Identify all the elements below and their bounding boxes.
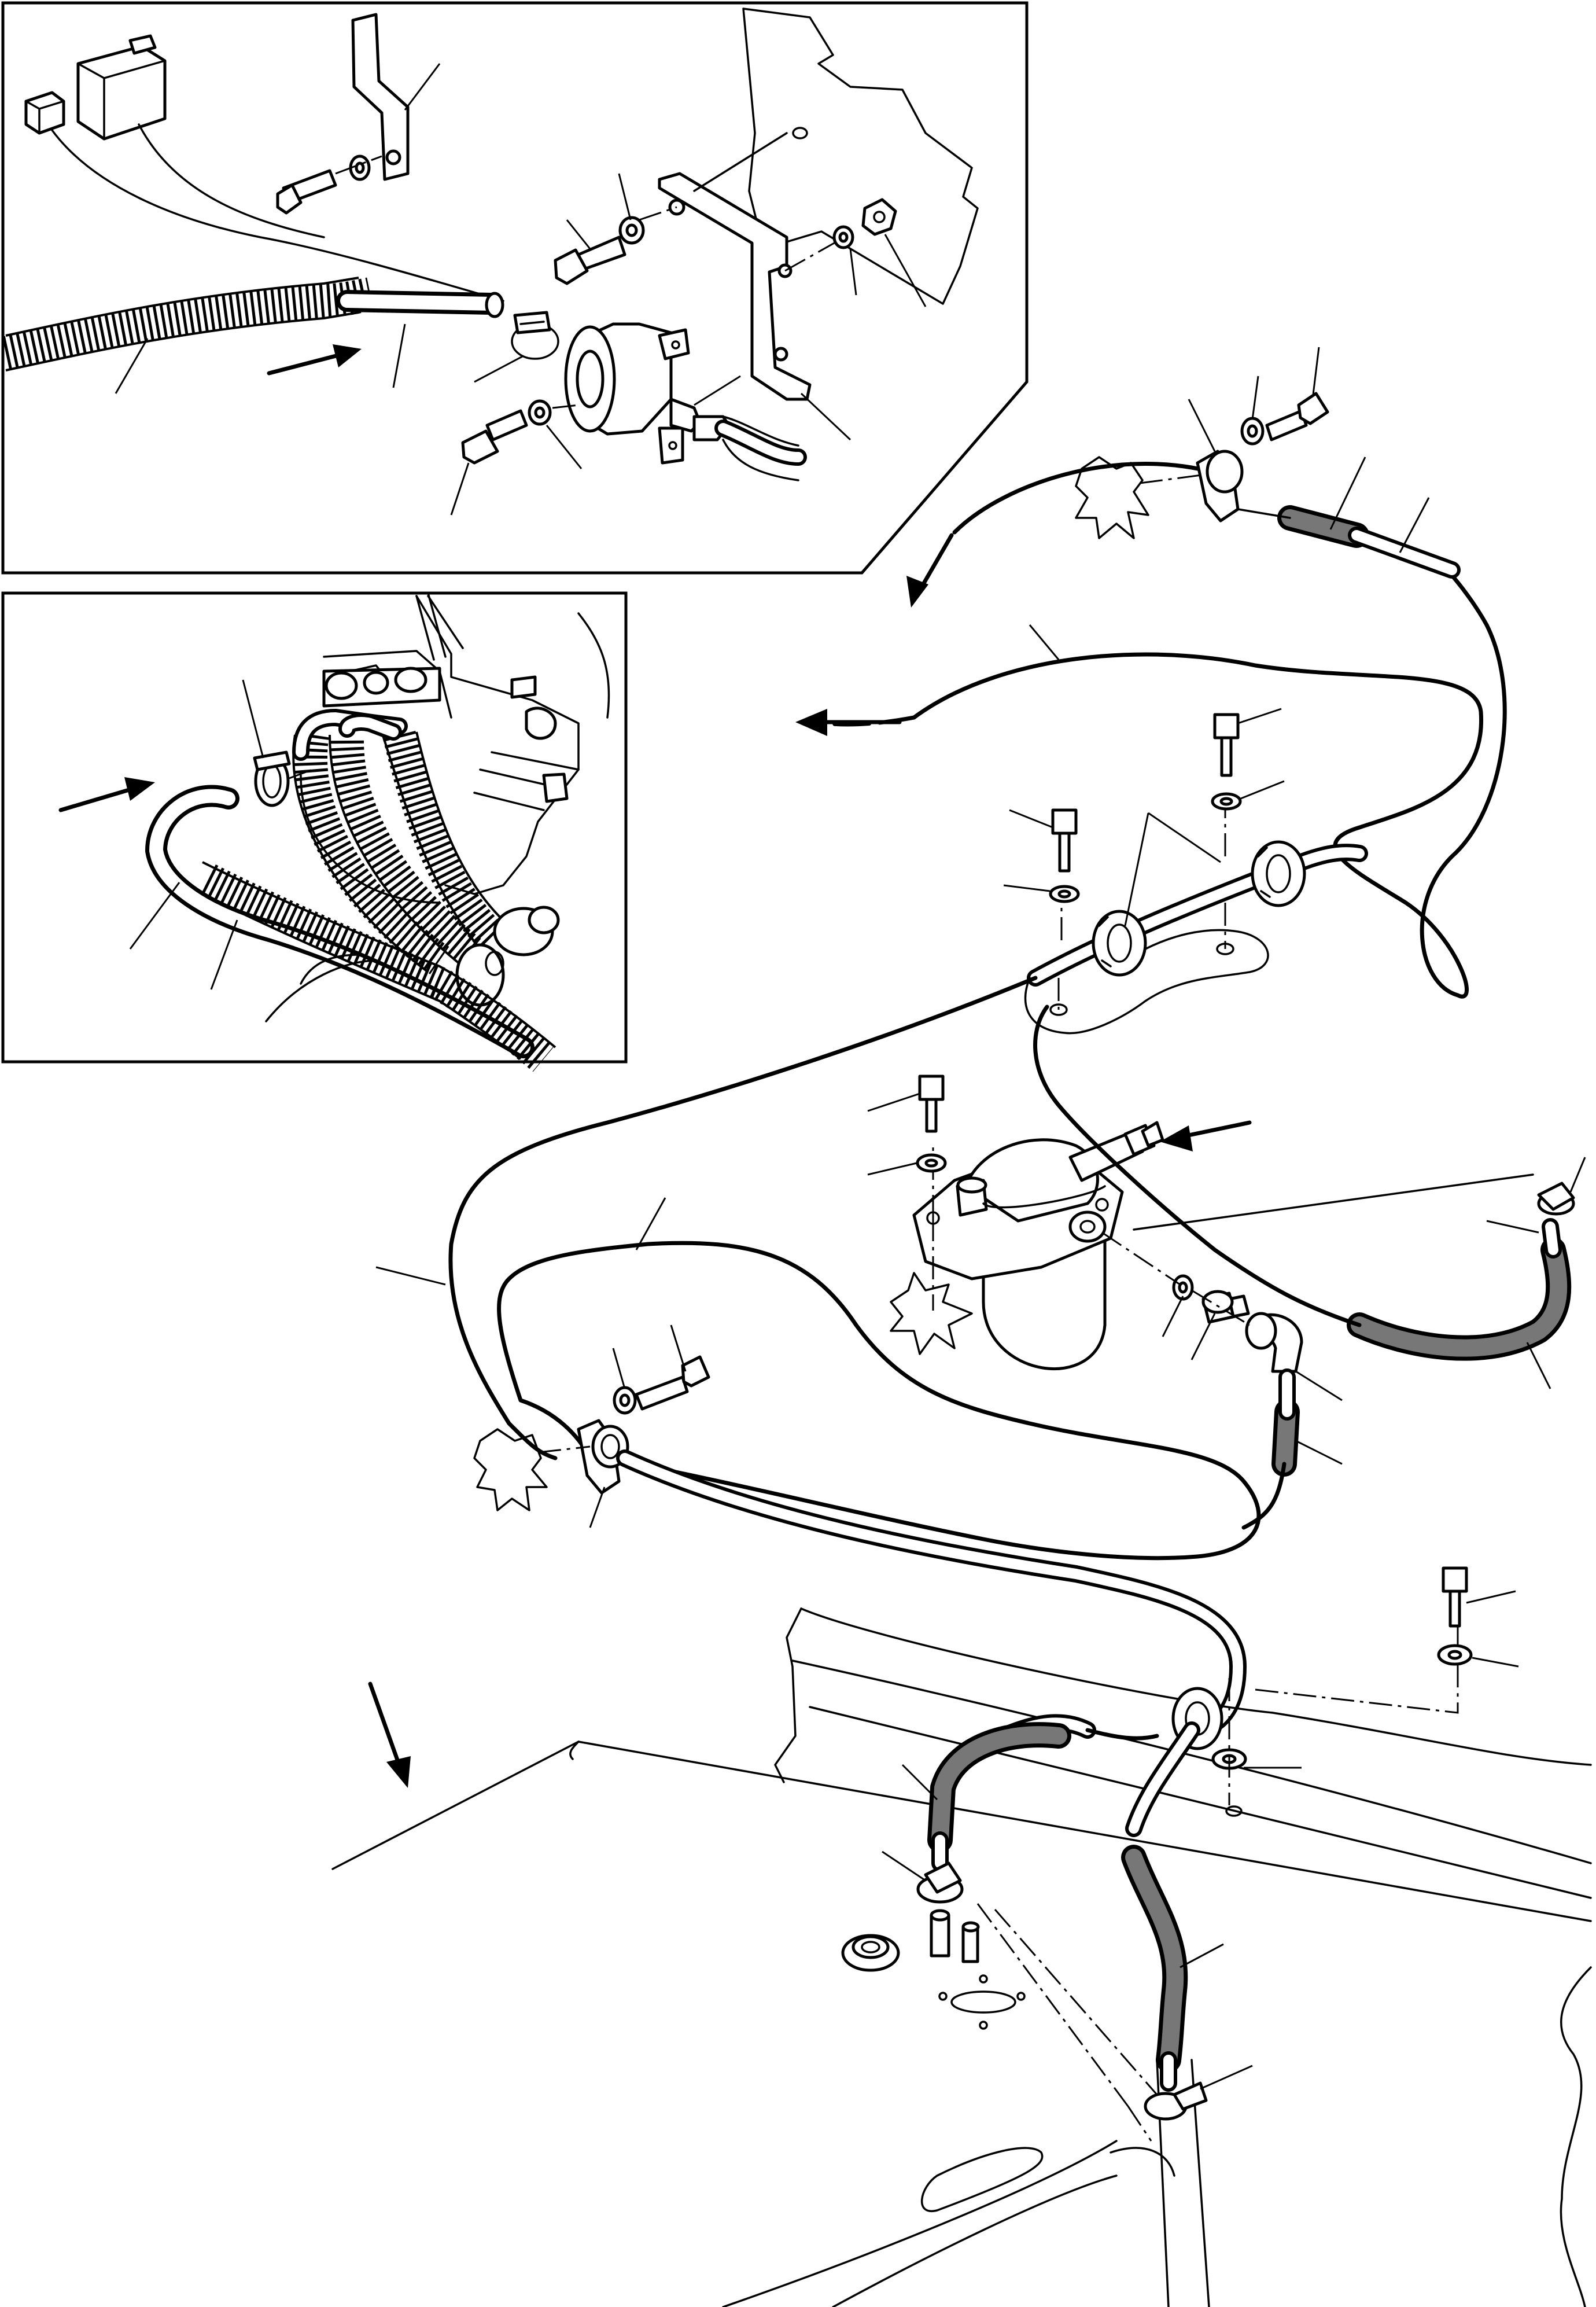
clamp-icon: [1196, 450, 1244, 523]
hose: [692, 415, 807, 481]
main-assembly: [331, 347, 1592, 2307]
bolt-icon: [1213, 713, 1240, 777]
bolt-icon: [1265, 392, 1329, 441]
washer-icon: [1049, 885, 1080, 903]
connector-icon: [24, 91, 65, 135]
fuel-line: [952, 462, 1240, 535]
hose: [145, 785, 535, 1058]
arrow-icon: [795, 709, 902, 736]
fuel-line: [448, 976, 1038, 1460]
elbow-fitting: [1245, 1312, 1303, 1373]
mounting-bracket-small: [351, 13, 410, 181]
fitting-icon: [455, 906, 560, 1007]
tank-cap: [841, 1934, 900, 1972]
bolt-icon: [276, 169, 337, 215]
arrow-icon: [267, 344, 362, 376]
left-inset-panel: [1, 591, 628, 1072]
bolt-icon: [554, 236, 626, 285]
washer-icon: [618, 216, 645, 245]
fitting-icon: [1201, 1290, 1250, 1324]
hose: [336, 290, 504, 318]
clamp-icon: [511, 311, 559, 360]
clamp-icon: [916, 1861, 964, 1904]
hose: [1271, 1368, 1300, 1477]
relay-icon: [76, 34, 167, 141]
bolt-icon: [1051, 808, 1078, 873]
washer-icon: [528, 399, 552, 426]
bolt-icon: [461, 409, 528, 465]
washer-icon: [1172, 1274, 1194, 1301]
nut-icon: [861, 198, 897, 236]
hose: [1237, 505, 1461, 579]
washer-icon: [613, 1386, 637, 1415]
arrow-icon: [58, 777, 155, 812]
clamp-icon: [1144, 2081, 1208, 2121]
clamp-icon: [1537, 1182, 1575, 1216]
clamp-icon: [253, 750, 291, 807]
fuel-line: [912, 558, 1507, 999]
bolt-icon: [635, 1355, 710, 1411]
washer-icon: [1240, 417, 1265, 446]
hose: [1347, 1218, 1572, 1361]
fuel-line: [497, 1241, 1261, 1561]
washer-icon: [1211, 792, 1242, 811]
washer-icon: [1437, 1644, 1473, 1666]
filter-icon: [300, 667, 441, 904]
hose: [927, 1714, 1096, 1872]
arrow-icon: [368, 1682, 411, 1788]
bolt-icon: [1442, 1566, 1468, 1628]
arrow-icon: [1160, 1120, 1252, 1151]
top-inset-panel: [1, 1, 1029, 575]
fuel-line: [1033, 1005, 1362, 1327]
fuel-filter: [912, 1121, 1164, 1370]
pipe: [616, 1449, 1247, 1739]
engine-outline: [323, 595, 610, 895]
bolt-icon: [918, 1075, 945, 1133]
hose: [1121, 1721, 1200, 2092]
washer-icon: [832, 225, 854, 249]
pump-icon: [564, 322, 702, 465]
fitting-icon: [930, 1909, 980, 1963]
arrow-icon: [906, 533, 954, 608]
pipe-with-grommets: [1027, 840, 1368, 987]
washer-icon: [916, 1153, 947, 1173]
